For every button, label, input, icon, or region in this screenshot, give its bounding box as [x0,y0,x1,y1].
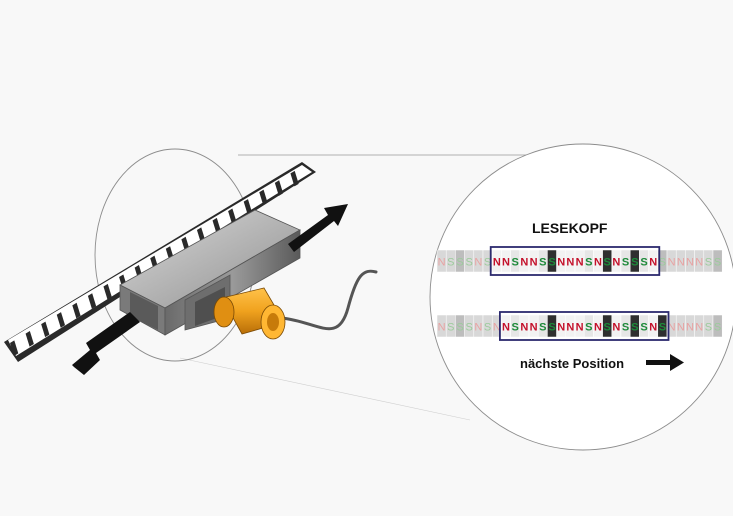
pole-letter: S [714,322,721,334]
pole-cell [712,249,723,273]
pole-letter: S [512,322,519,334]
pole-letter: N [612,322,620,334]
tape-stripe [10,340,19,356]
pole-letter: N [474,257,482,269]
pole-letter: S [539,322,546,334]
next-position-label: nächste Position [520,356,624,371]
pole-letter: S [484,257,491,269]
pole-letter: N [493,322,501,334]
pole-letter: S [447,322,454,334]
pole-letter: S [447,257,454,269]
pole-letter: N [566,257,574,269]
read-window [489,246,661,276]
pole-letter: N [686,322,694,334]
pole-letter: N [502,257,510,269]
pole-letter: S [631,257,638,269]
tape-stripe [243,199,252,215]
pole-letter: N [520,322,528,334]
tape-stripe [103,283,112,300]
pole-letter: N [612,257,620,269]
pole-letter: S [585,257,592,269]
read-window [498,311,670,341]
pole-letter: N [668,322,676,334]
pole-cell [712,314,723,338]
pole-letter: N [576,322,584,334]
pole-letter: S [622,257,629,269]
pole-letter: N [686,257,694,269]
tape-stripe [72,302,81,319]
pole-letter: S [640,322,647,334]
pole-letter: S [466,322,473,334]
pole-letter: S [484,322,491,334]
pole-letter: S [604,257,611,269]
pole-letter: S [604,322,611,334]
pole-letter: N [557,257,565,269]
pole-letter: N [520,257,528,269]
arrow-left-icon [72,312,140,375]
tape-stripe [259,189,268,206]
pole-letter: S [512,257,519,269]
pole-letter: N [566,322,574,334]
pole-letter: N [677,322,685,334]
pole-letter: N [594,257,602,269]
pole-letter: N [649,257,657,269]
pole-letter: S [456,322,463,334]
pole-letter: N [695,322,703,334]
pole-letter: S [659,322,666,334]
tape-stripe [290,170,299,187]
pole-letter: N [530,322,538,334]
pole-letter: N [668,257,676,269]
pole-letter: N [438,322,446,334]
pole-letter: S [539,257,546,269]
pole-letter: N [502,322,510,334]
tape-stripe [25,330,34,347]
pole-letter: N [594,322,602,334]
pole-letter: S [631,322,638,334]
pole-letter: S [548,257,555,269]
pole-letter: N [530,257,538,269]
pole-letter: S [705,257,712,269]
pole-letter: S [659,257,666,269]
pole-letter: S [640,257,647,269]
pole-letter: S [705,322,712,334]
pole-letter: S [548,322,555,334]
next-position-arrow-icon [646,354,684,371]
pole-letter: N [438,257,446,269]
tape-stripe [41,321,50,338]
tape-stripe [56,312,66,328]
pole-letter: N [649,322,657,334]
tape-stripe [274,180,284,196]
zoom-connector [179,154,555,421]
pole-letter: N [557,322,565,334]
sensor-connector [213,287,286,340]
pole-letter: S [714,257,721,269]
pole-letter: N [677,257,685,269]
pole-letter: N [474,322,482,334]
read-head-label: LESEKOPF [532,220,608,236]
pole-letter: S [622,322,629,334]
tape-stripe [87,293,97,309]
pole-letter: N [493,257,501,269]
sensor-cable [280,269,378,331]
tape-stripe [212,217,221,234]
pole-letter: S [466,257,473,269]
pole-letter: N [695,257,703,269]
pole-letter: N [576,257,584,269]
pole-letter: S [456,257,463,269]
tape-stripe [228,208,237,225]
arrow-right-icon [288,204,348,252]
magnetic-scale-tape [4,162,316,362]
pole-letter: S [585,322,592,334]
